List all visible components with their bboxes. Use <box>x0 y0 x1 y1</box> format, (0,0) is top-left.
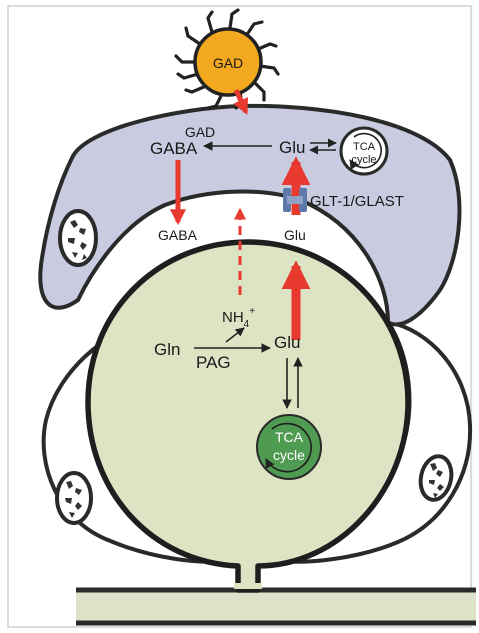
astrocyte-tca-arrow <box>349 132 382 170</box>
neuron-tca-label-2: cycle <box>273 447 305 463</box>
astrocyte-nucleus-chromatin <box>68 220 87 260</box>
astrocyte-gad-label: GAD <box>185 124 215 140</box>
astrocyte-glu-label: Glu <box>279 138 305 157</box>
right-process-chromatin <box>429 463 444 498</box>
gad-spikes <box>174 8 280 110</box>
glt1-glast-transporter <box>283 188 307 212</box>
ammonium-label: NH4+ <box>222 306 255 330</box>
cleft-gaba-label: GABA <box>158 227 198 243</box>
gad-enzyme <box>193 27 263 97</box>
astrocyte-tca-label-1: TCA <box>353 141 376 153</box>
astrocyte-tca-label-2: cycle <box>351 154 376 166</box>
presynaptic-terminal <box>85 239 411 593</box>
astrocyte-gaba-label: GABA <box>150 139 198 158</box>
glutamine-label: Gln <box>154 340 180 359</box>
gad-translocation-arrow <box>233 88 249 115</box>
gad-enzyme-label: GAD <box>213 55 243 71</box>
left-process-chromatin <box>65 481 82 518</box>
neuron-glu-label: Glu <box>274 333 300 352</box>
pag-label: PAG <box>196 353 231 372</box>
neuron-tca-label-1: TCA <box>275 429 304 445</box>
right-process-nucleus <box>418 454 454 502</box>
cleft-glu-label: Glu <box>284 227 306 243</box>
postsynaptic-dendrite <box>76 590 476 622</box>
left-process-nucleus <box>55 471 93 525</box>
transporter-label: GLT-1/GLAST <box>310 193 404 210</box>
neuron-tca-arrow <box>265 422 312 473</box>
ammonia-release-arrow <box>225 327 245 343</box>
astrocyte-nucleus <box>58 209 98 267</box>
